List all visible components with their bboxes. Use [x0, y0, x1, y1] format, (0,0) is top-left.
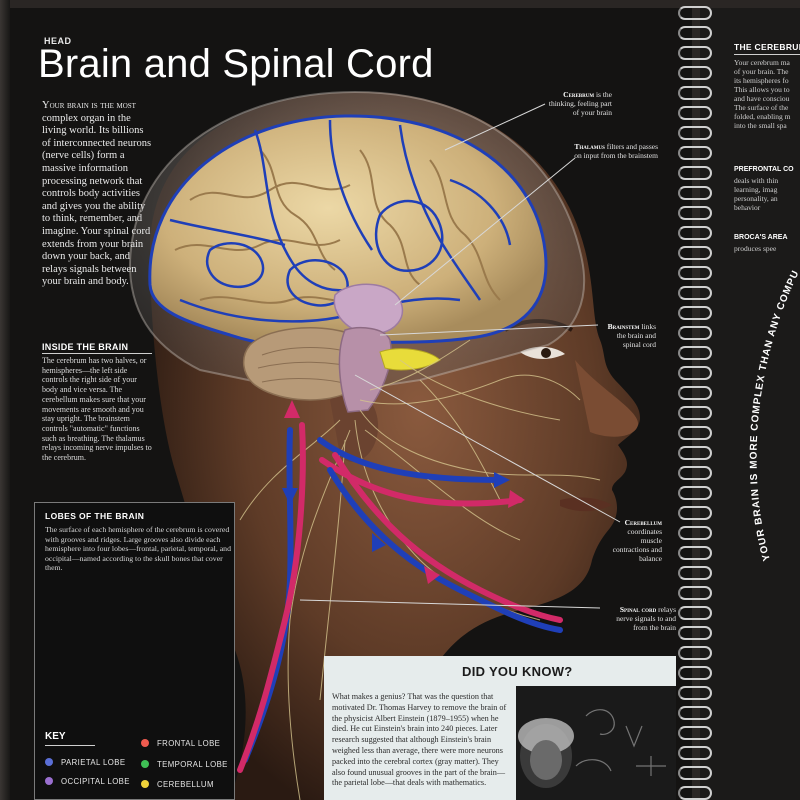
label-thalamus: Thalamus filters and passes on input fro… [574, 142, 658, 160]
key-item-frontal: FRONTAL LOBE [141, 739, 220, 748]
brainstem-shape [338, 327, 392, 413]
thalamus-shape [333, 283, 404, 335]
einstein-photo [516, 686, 676, 800]
key-rule [45, 745, 95, 746]
spiral-binding [672, 0, 718, 800]
inside-heading: INSIDE THE BRAIN [42, 342, 129, 352]
cerebellum-swatch-icon [141, 780, 149, 788]
did-you-know-box: DID YOU KNOW? What makes a genius? That … [324, 656, 676, 800]
lobes-panel: LOBES OF THE BRAIN The surface of each h… [34, 502, 235, 800]
temporal-swatch-icon [141, 760, 149, 768]
did-you-know-body: What makes a genius? That was the questi… [332, 692, 507, 788]
frontal-swatch-icon [141, 739, 149, 747]
curved-slogan: YOUR BRAIN IS MORE COMPLEX THAN ANY COMP… [700, 0, 800, 562]
page-edge [0, 0, 10, 800]
nerve-arrows [282, 400, 525, 584]
intro-paragraph: Your brain is the most complex organ in … [42, 100, 152, 289]
broca-body: produces spee [734, 244, 777, 253]
leader-lines [299, 103, 621, 609]
page-title: Brain and Spinal Cord [38, 42, 434, 86]
right-page-heading: THE CEREBRUM [734, 42, 800, 52]
key-item-occipital: OCCIPITAL LOBE [45, 777, 130, 786]
chalkboard-portrait [516, 686, 676, 800]
parietal-swatch-icon [45, 758, 53, 766]
key-title: KEY [45, 731, 66, 742]
prefrontal-term: PREFRONTAL CO [734, 166, 794, 173]
intro-body: complex organ in the living world. Its b… [42, 112, 152, 288]
lips [560, 497, 612, 512]
slogan-text: YOUR BRAIN IS MORE COMPLEX THAN ANY COMP… [700, 0, 800, 562]
occipital-swatch-icon [45, 777, 53, 785]
nerve-pathways [237, 422, 563, 773]
nose [575, 360, 639, 437]
right-page [700, 8, 800, 800]
label-spinal-cord: Spinal cord relays nerve signals to and … [616, 605, 676, 632]
section-tag: HEAD [44, 36, 72, 46]
inside-rule [42, 353, 152, 354]
broca-term: BROCA'S AREA [734, 234, 788, 241]
label-cerebrum: Cerebrum is the thinking, feeling part o… [548, 90, 612, 117]
key-item-parietal: PARIETAL LOBE [45, 758, 125, 767]
key-item-cerebellum: CEREBELLUM [141, 780, 214, 789]
optic-nerve [379, 348, 441, 371]
did-you-know-title: DID YOU KNOW? [462, 664, 573, 679]
lobes-heading: LOBES OF THE BRAIN [45, 511, 145, 521]
key-item-temporal: TEMPORAL LOBE [141, 760, 228, 769]
right-page-rule [734, 54, 800, 55]
intro-lead: Your brain is the most [42, 100, 136, 111]
label-brainstem: Brainstem links the brain and spinal cor… [607, 322, 656, 349]
lobes-body: The surface of each hemisphere of the ce… [45, 525, 231, 573]
inside-body: The cerebrum has two halves, or hemisphe… [42, 356, 152, 463]
iris [541, 348, 551, 358]
label-cerebellum: Cerebellum coordinates muscle contractio… [612, 518, 662, 563]
cerebrum [148, 114, 548, 349]
svg-text:YOUR BRAIN IS MORE COMPLEX THA: YOUR BRAIN IS MORE COMPLEX THAN ANY COMP… [700, 0, 800, 562]
